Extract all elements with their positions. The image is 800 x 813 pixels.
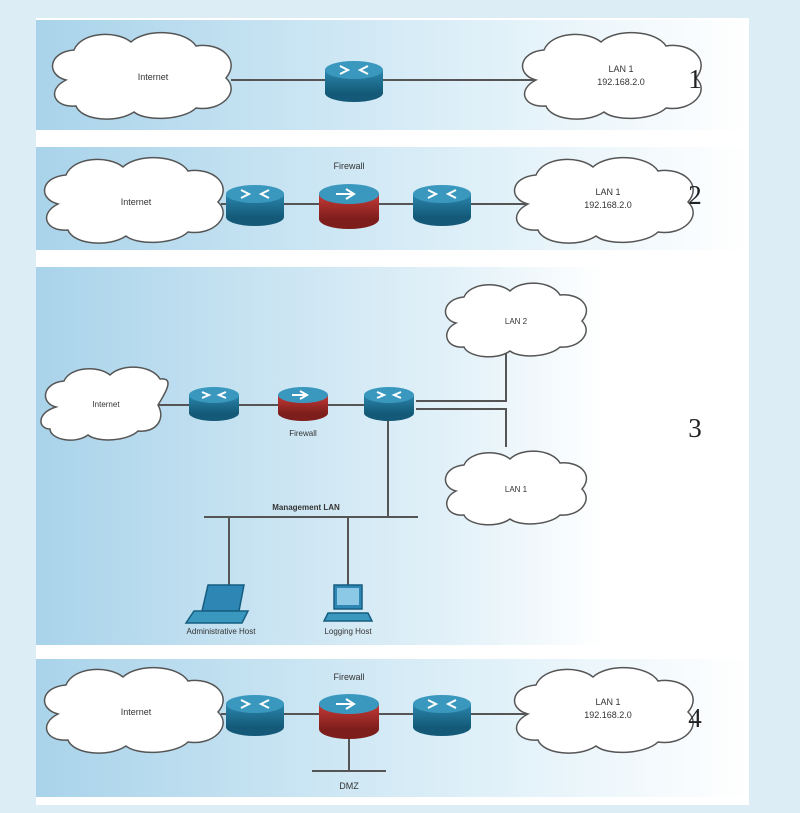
router-r1-icon [189,387,239,421]
lan-name-label: LAN 1 [595,697,621,707]
router-r1-icon [226,185,284,226]
router-r2-icon [413,695,471,736]
dmz-label: DMZ [339,781,359,791]
firewall-label: Firewall [333,161,365,171]
lan-name-label: LAN 1 [608,64,634,74]
router-r2-icon [364,387,414,421]
internet-label: Internet [92,400,120,409]
lan-network-label: 192.168.2.0 [597,77,645,87]
laptop-icon [184,584,250,624]
admin-host-label: Administrative Host [186,627,256,636]
scenario-3-panel: Internet Firewall LAN 2 LAN 1 Management… [36,267,749,645]
lan2-cloud [444,282,588,358]
scenario-4-panel: Internet Firewall LAN 1 192.168.2.0 DMZ [36,659,749,797]
scenario-2-panel: Internet Firewall LAN 1 192.168.2.0 [36,147,749,250]
firewall-label: Firewall [289,429,317,438]
scenario-4-number: 4 [688,703,702,733]
internet-label: Internet [120,707,152,717]
internet-cloud [43,156,224,244]
lan-cloud [513,666,694,754]
lan-network-label: 192.168.2.0 [584,710,632,720]
router-r1-icon [226,695,284,736]
lan1-cloud [444,450,588,526]
internet-cloud [40,366,169,441]
scenario-1-number: 1 [688,64,702,94]
lan2-label: LAN 2 [504,317,528,326]
lan-network-label: 192.168.2.0 [584,200,632,210]
desktop-pc-icon [322,584,374,622]
firewall-icon [319,694,379,739]
internet-cloud [43,666,224,754]
internet-cloud [51,31,232,120]
scenario-1-panel: Internet LAN 1 192.168.2.0 [36,20,749,130]
router-icon [325,61,383,102]
logging-host-label: Logging Host [324,627,372,636]
internet-label: Internet [137,72,169,82]
firewall-icon [278,387,328,421]
scenario-2-number: 2 [688,180,702,210]
lan-cloud [513,156,694,244]
lan-name-label: LAN 1 [595,187,621,197]
management-lan-label: Management LAN [272,503,340,512]
lan1-label: LAN 1 [504,485,528,494]
lan-cloud [521,31,702,120]
scenario-3-number: 3 [688,413,702,443]
firewall-icon [319,184,379,229]
internet-label: Internet [120,197,152,207]
router-r2-icon [413,185,471,226]
firewall-label: Firewall [333,672,365,682]
